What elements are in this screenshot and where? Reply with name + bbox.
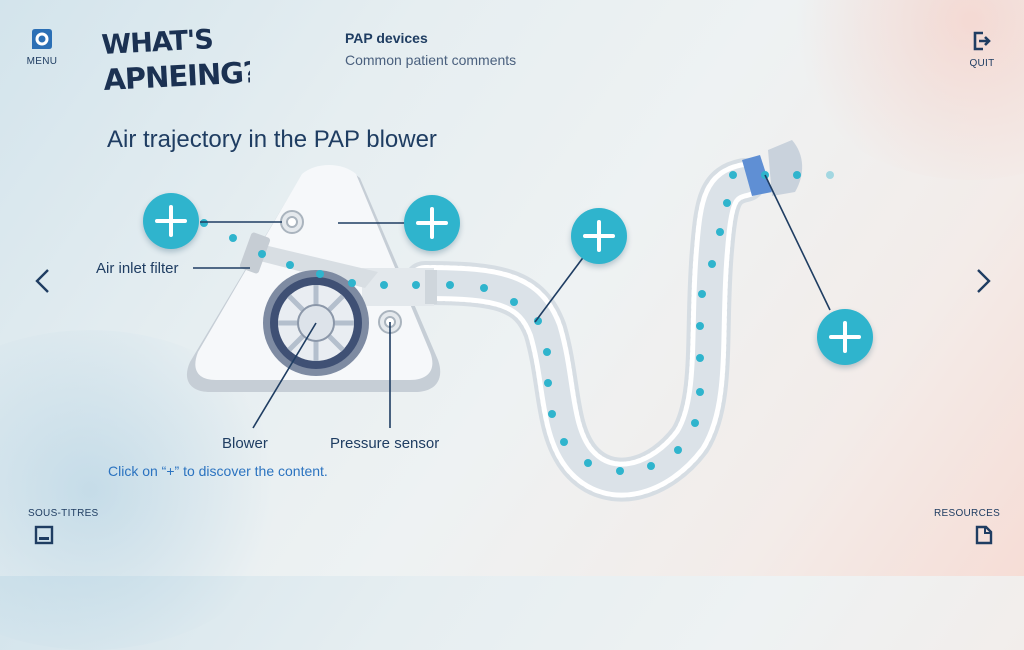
section-title: PAP devices xyxy=(345,30,428,46)
quit-label: QUIT xyxy=(969,58,995,69)
air-hose xyxy=(403,158,767,502)
resources-label: RESOURCES xyxy=(934,508,1001,519)
plus-button-hose[interactable] xyxy=(571,208,627,264)
mask xyxy=(742,140,803,196)
pressure-sensor-label: Pressure sensor xyxy=(330,435,440,452)
blower-label: Blower xyxy=(222,435,268,452)
svg-text:WHAT'S: WHAT'S xyxy=(101,24,214,61)
plus-button-device[interactable] xyxy=(404,195,460,251)
whats-apneing-logo: WHAT'S APNEING? xyxy=(101,24,250,97)
subtitles-icon xyxy=(34,525,54,545)
subtitles-button[interactable]: SOUS-TITRES xyxy=(28,508,100,545)
chevron-right-icon[interactable] xyxy=(968,266,998,296)
menu-label: MENU xyxy=(26,56,58,67)
instruction-hint: Click on “+” to discover the content. xyxy=(108,463,328,479)
resources-button[interactable]: RESOURCES xyxy=(934,508,1001,545)
menu-logo-icon xyxy=(32,29,52,49)
pap-blower-illustration xyxy=(186,140,834,502)
svg-text:APNEING?: APNEING? xyxy=(103,55,250,97)
chevron-left-icon[interactable] xyxy=(28,266,58,296)
page-title: Air trajectory in the PAP blower xyxy=(107,126,437,153)
pap-device xyxy=(186,165,441,392)
pointer-lines xyxy=(193,174,831,429)
exit-icon xyxy=(973,31,991,51)
airflow-dots xyxy=(200,171,834,475)
plus-button-mask[interactable] xyxy=(817,309,873,365)
document-icon xyxy=(975,525,993,545)
section-subtitle[interactable]: Common patient comments xyxy=(345,52,517,68)
menu-button[interactable]: MENU xyxy=(22,26,62,67)
subtitles-label: SOUS-TITRES xyxy=(28,508,99,519)
quit-button[interactable]: QUIT xyxy=(962,30,1002,69)
plus-button-top-sensor[interactable] xyxy=(143,193,199,249)
air-inlet-filter-label: Air inlet filter xyxy=(96,260,179,277)
